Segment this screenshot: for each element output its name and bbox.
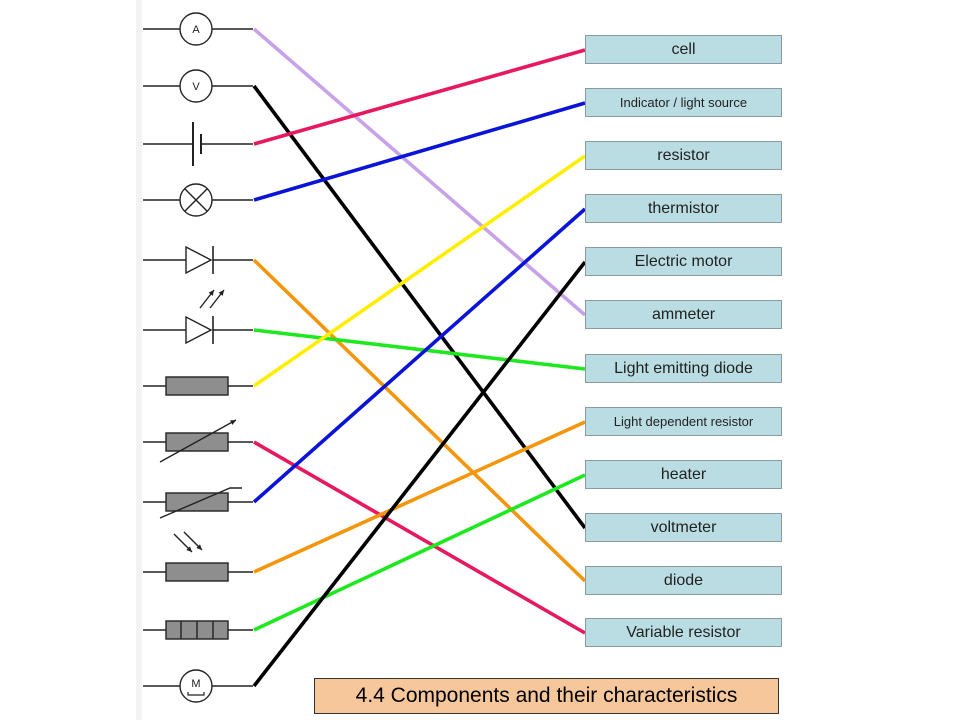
- page-title: 4.4 Components and their characteristics: [314, 678, 779, 714]
- thermistor-symbol: [143, 487, 253, 519]
- label-box: Electric motor: [585, 247, 782, 276]
- label-box: diode: [585, 566, 782, 595]
- connection-line-5: [252, 258, 587, 583]
- connection-line-2: [252, 84, 587, 530]
- ammeter-symbol: A: [143, 12, 253, 46]
- label-box: heater: [585, 460, 782, 489]
- label-box: voltmeter: [585, 513, 782, 542]
- cell-symbol: [143, 122, 253, 166]
- connection-line-9: [252, 207, 587, 504]
- resistor-symbol: [143, 376, 253, 396]
- heater-symbol: [143, 620, 253, 640]
- motor-symbol: M: [143, 669, 253, 703]
- label-box: cell: [585, 35, 782, 64]
- label-box: resistor: [585, 141, 782, 170]
- connection-line-4: [253, 101, 586, 202]
- diode-symbol: [143, 245, 253, 275]
- ammeter-glyph: A: [192, 24, 200, 36]
- connection-line-1: [252, 27, 587, 317]
- label-box: thermistor: [585, 194, 782, 223]
- connection-line-10: [253, 420, 586, 574]
- connection-lines: [252, 27, 587, 688]
- led-symbol: [143, 289, 253, 345]
- label-box: ammeter: [585, 300, 782, 329]
- label-box: Variable resistor: [585, 618, 782, 647]
- connection-line-3: [253, 48, 586, 146]
- voltmeter-symbol: V: [143, 69, 253, 103]
- ldr-symbol: [143, 531, 253, 582]
- connection-line-8: [253, 440, 586, 635]
- connection-line-6: [253, 328, 586, 371]
- motor-glyph: M: [191, 678, 200, 690]
- voltmeter-glyph: V: [192, 81, 200, 93]
- label-box: Light emitting diode: [585, 354, 782, 383]
- label-box: Light dependent resistor: [585, 407, 782, 436]
- connection-line-7: [252, 154, 587, 388]
- connection-line-11: [253, 473, 586, 632]
- variable-resistor-symbol: [143, 419, 253, 463]
- label-box: Indicator / light source: [585, 88, 782, 117]
- lamp-symbol: [143, 183, 253, 217]
- left-margin-strip: [136, 0, 142, 720]
- connection-line-12: [252, 260, 587, 688]
